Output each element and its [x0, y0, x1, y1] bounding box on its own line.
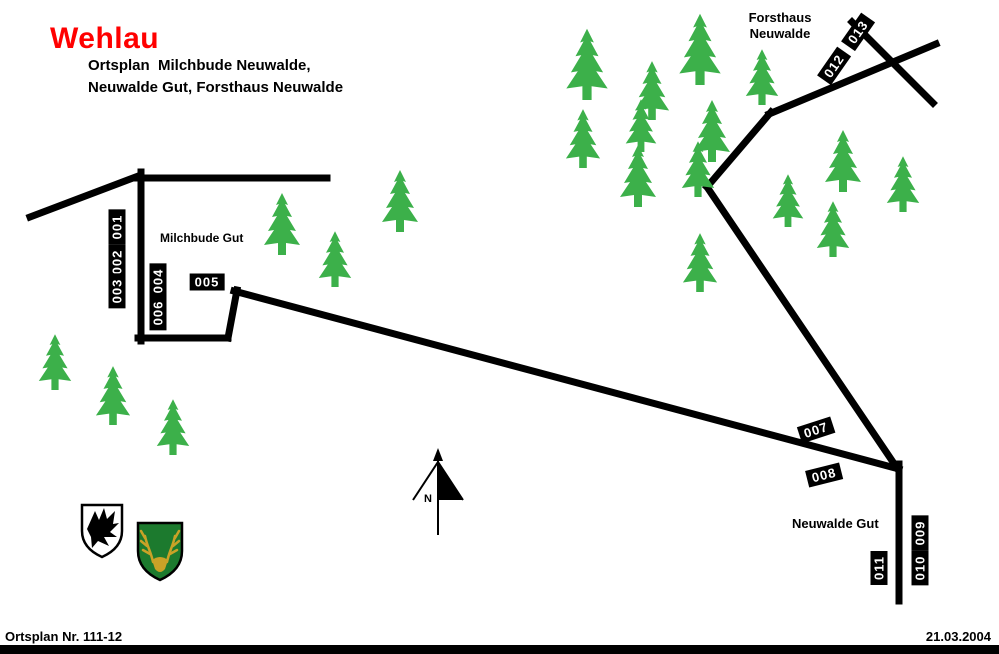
road-segment — [764, 39, 941, 119]
road-segment — [702, 107, 776, 192]
wehlau-crest-icon — [80, 503, 124, 559]
label-forsthaus-neuwalde: Forsthaus Neuwalde — [738, 10, 822, 42]
footer-bar — [0, 645, 999, 654]
tree-icon — [679, 13, 721, 85]
tree-icon — [816, 201, 850, 257]
road-segment — [25, 170, 146, 222]
tree-icon — [682, 233, 718, 292]
map-subtitle-line2: Neuwalde Gut, Forsthaus Neuwalde — [88, 79, 344, 96]
tree-icon — [264, 193, 300, 255]
road-segment — [229, 286, 904, 474]
tree-icon — [745, 49, 779, 105]
plot-005: 005 — [189, 273, 225, 291]
plot-001: 001 — [108, 209, 126, 245]
tree-icon — [566, 28, 608, 101]
tree-icon — [886, 156, 920, 212]
plot-011: 011 — [870, 551, 888, 585]
footer-date: 21.03.2004 — [925, 629, 991, 644]
tree-icon — [825, 130, 861, 192]
label-milchbude-gut: Milchbude Gut — [160, 231, 244, 245]
plot-003: 003 — [108, 273, 126, 309]
north-arrow-icon: N — [412, 448, 464, 535]
plot-009: 009 — [911, 515, 929, 551]
road-segment — [223, 285, 242, 343]
label-forsthaus-line1: Forsthaus — [748, 10, 812, 25]
plot-006: 006 — [149, 295, 167, 331]
tree-icon — [565, 109, 601, 168]
map-title: Wehlau — [50, 22, 160, 55]
tree-icon — [772, 174, 804, 227]
map-subtitle-line1: Ortsplan Milchbude Neuwalde, — [88, 57, 311, 74]
tree-icon — [620, 145, 656, 207]
compass-n-label: N — [424, 493, 432, 505]
tree-icon — [38, 334, 72, 390]
label-forsthaus-line2: Neuwalde — [749, 26, 811, 41]
stag-crest-icon — [136, 521, 184, 582]
tree-icon — [156, 399, 190, 455]
tree-icon — [382, 170, 418, 232]
plot-010: 010 — [911, 550, 929, 586]
footer-plan-number: Ortsplan Nr. 111-12 — [5, 629, 123, 644]
tree-icon — [95, 366, 131, 425]
tree-icon — [318, 231, 352, 287]
plot-004: 004 — [149, 263, 167, 299]
label-neuwalde-gut: Neuwalde Gut — [792, 516, 879, 531]
road-segment — [702, 182, 902, 473]
